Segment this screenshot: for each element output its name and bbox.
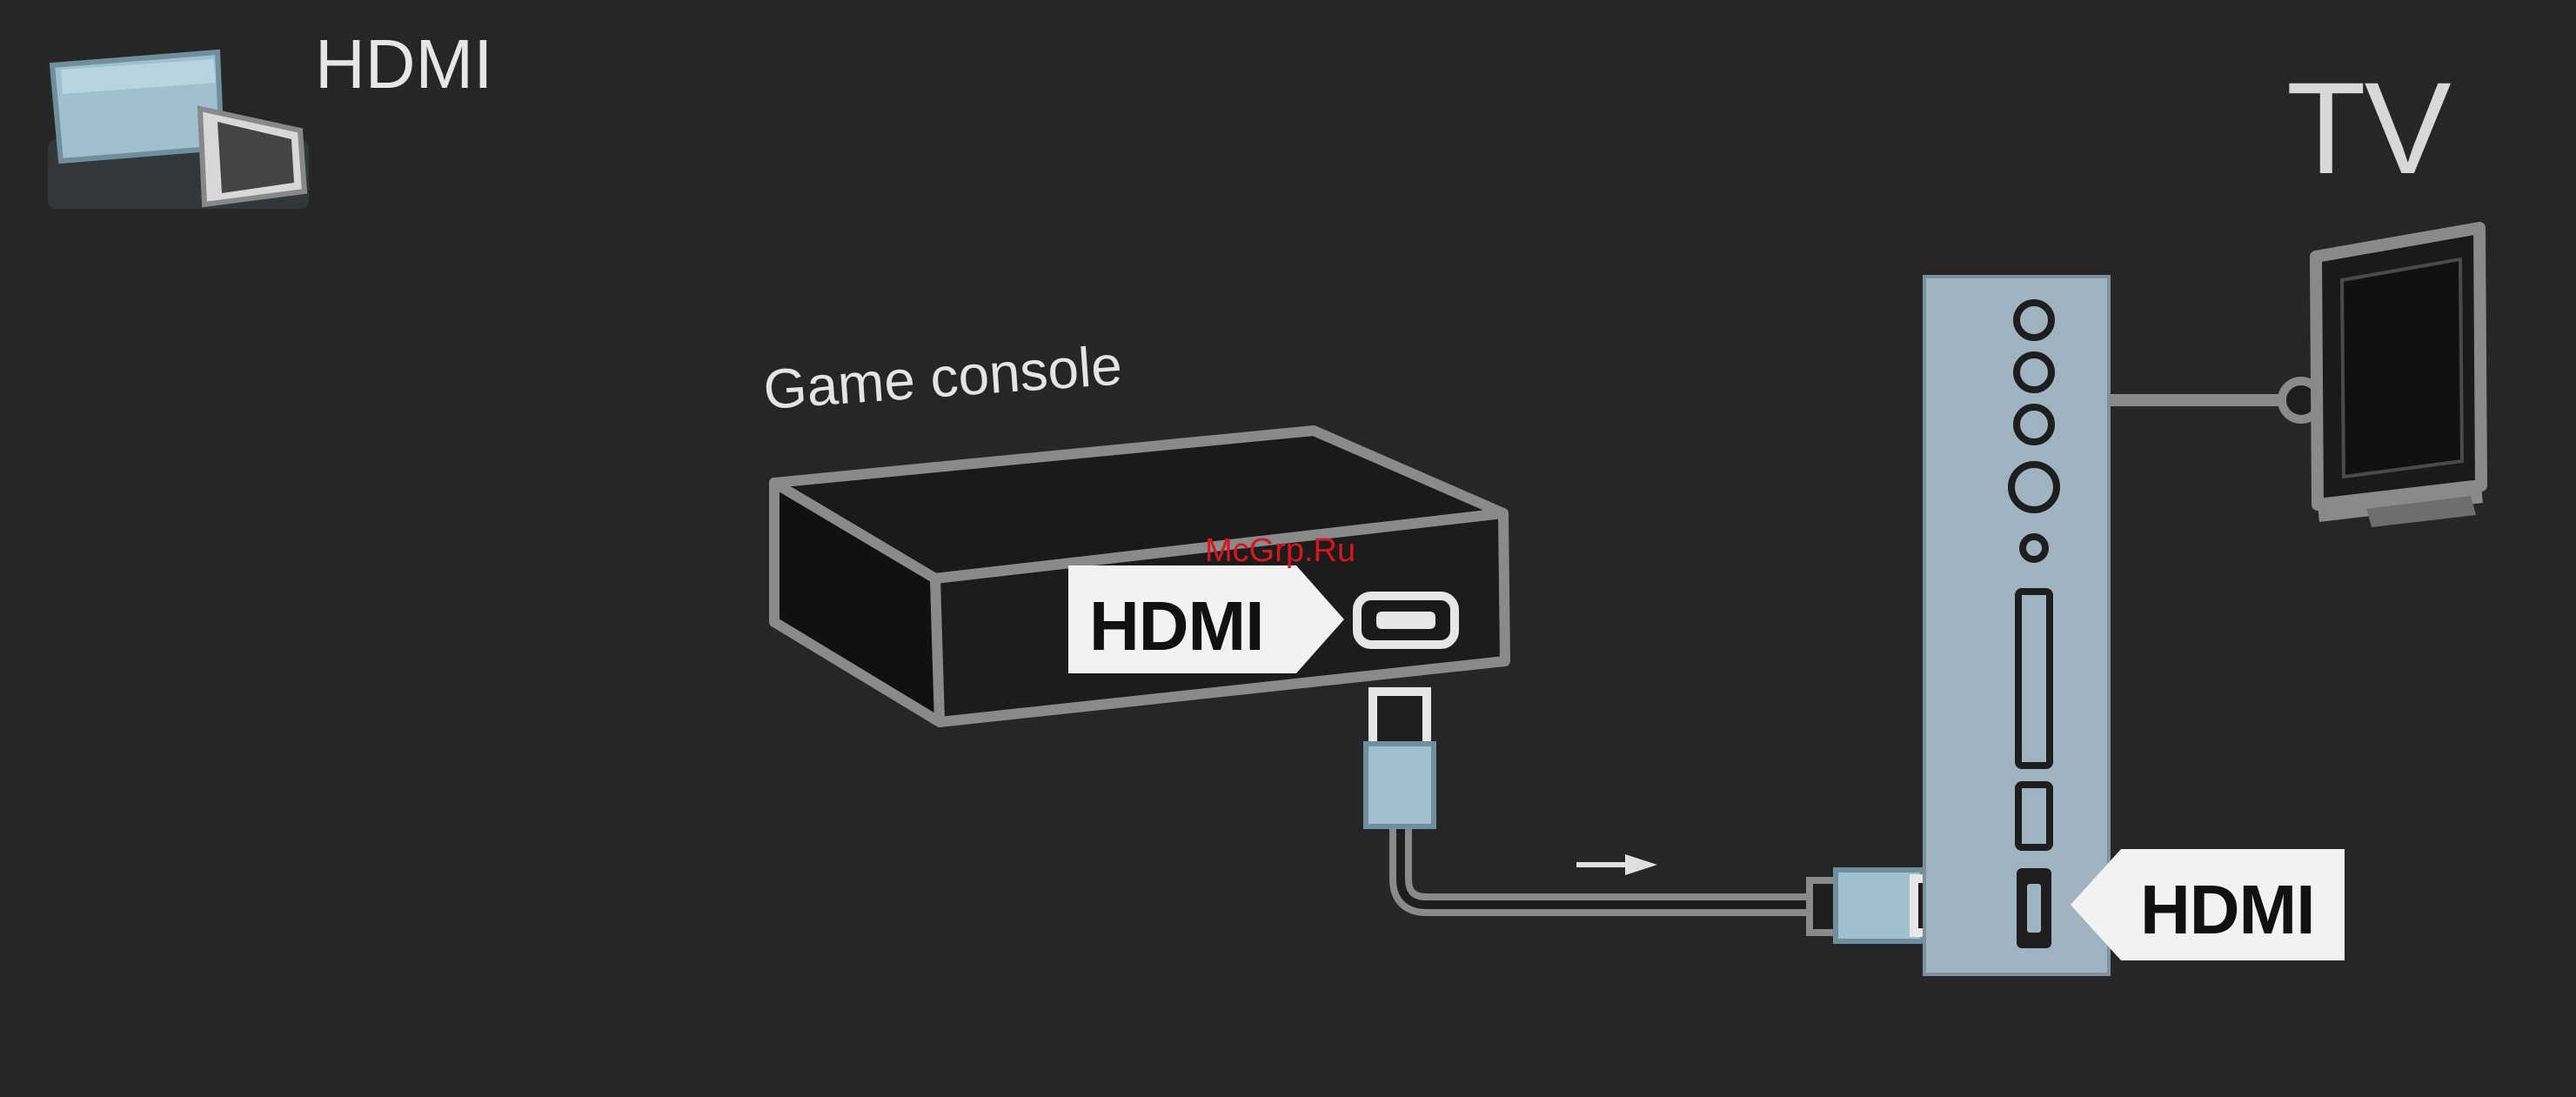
console-hdmi-label: HDMI [1089,592,1263,661]
signal-direction-arrow [1576,854,1657,875]
hdmi-connector-icon [48,52,309,209]
tv-title: TV [2286,63,2450,193]
tv-connector-panel [1924,277,2109,974]
console-cable-plug [1366,692,1434,826]
tv-icon [2316,228,2483,527]
hdmi-cable [1366,692,1966,941]
tv-hdmi-port [2017,868,2051,948]
panel-to-tv-link [2109,381,2320,419]
console-hdmi-port [1357,596,1455,645]
header-hdmi-label: HDMI [315,30,492,99]
tv-hdmi-label: HDMI [2140,875,2314,945]
watermark: McGrp.Ru [1205,534,1355,567]
